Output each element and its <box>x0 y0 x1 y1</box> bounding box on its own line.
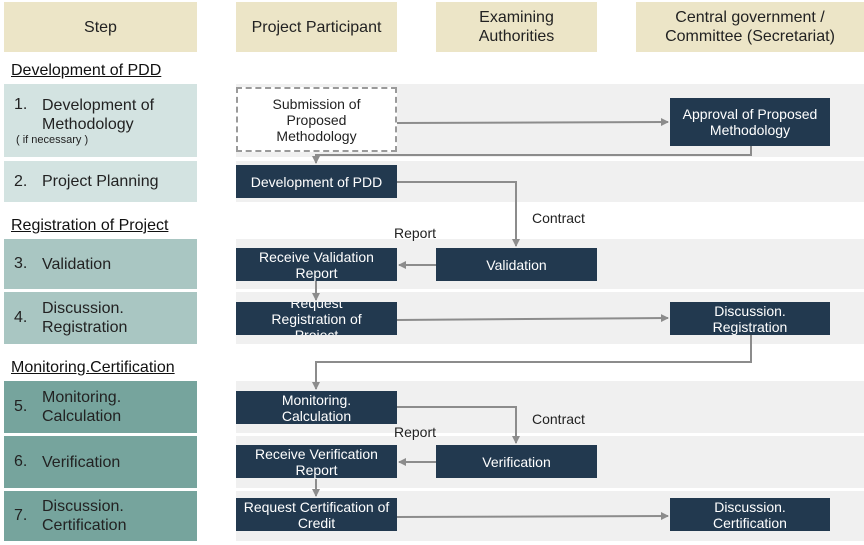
box-discussion-registration: Discussion. Registration <box>670 302 830 335</box>
box-request-certification-of-credit: Request Certification of Credit <box>236 498 397 531</box>
step-label: Development of Methodology <box>42 97 155 133</box>
step-1: 1. Development of Methodology( if necess… <box>4 84 197 157</box>
step-label: Monitoring. Calculation <box>42 389 122 425</box>
step-number: 2. <box>14 172 28 190</box>
section-monitoring-certification: Monitoring.Certification <box>11 359 175 376</box>
arrow-pdd-to-validation <box>397 181 520 247</box>
step-number: 6. <box>14 453 28 470</box>
arrow-request-to-discussion-registration <box>396 314 669 323</box>
step-7: 7. Discussion. Certification <box>4 491 197 541</box>
step-number: 4. <box>14 309 28 326</box>
box-discussion-certification: Discussion. Certification <box>670 498 830 531</box>
step-3: 3. Validation <box>4 239 197 289</box>
header-central-government: Central government / Committee (Secretar… <box>636 2 864 52</box>
arrow-approval-to-pdd <box>312 146 752 164</box>
box-verification: Verification <box>436 445 597 478</box>
header-step: Step <box>4 2 197 52</box>
label-report-verification: Report <box>394 424 437 440</box>
arrow-registration-to-monitoring <box>312 334 752 390</box>
box-validation: Validation <box>436 248 597 281</box>
step-label: Validation <box>42 255 112 273</box>
step-number: 1. <box>14 96 28 113</box>
step-label: Verification <box>42 453 121 471</box>
label-contract-validation: Contract <box>532 210 585 226</box>
box-approval-of-proposed-methodology: Approval of Proposed Methodology <box>670 98 830 146</box>
arrow-submission-to-approval <box>396 118 669 127</box>
box-submission-of-proposed-methodology: Submission of Proposed Methodology <box>236 87 397 152</box>
step-number: 7. <box>14 507 28 524</box>
step-number: 5. <box>14 398 28 415</box>
step-2: 2. Project Planning <box>4 161 197 202</box>
section-development-of-pdd: Development of PDD <box>11 62 162 79</box>
label-contract-verification: Contract <box>532 411 585 427</box>
header-project-participant: Project Participant <box>236 2 397 52</box>
header-examining-authorities: Examining Authorities <box>436 2 597 52</box>
box-monitoring-calculation: Monitoring. Calculation <box>236 391 397 424</box>
step-number: 3. <box>14 255 28 272</box>
box-receive-verification-report: Receive Verification Report <box>236 445 397 478</box>
arrow-monitoring-to-verification <box>397 406 520 444</box>
label-report-validation: Report <box>394 225 437 241</box>
step-label: Project Planning <box>42 173 159 190</box>
section-registration-of-project: Registration of Project <box>11 217 169 234</box>
step-4: 4. Discussion. Registration <box>4 292 197 344</box>
arrow-request-to-discussion-certification <box>396 512 669 521</box>
step-6: 6. Verification <box>4 436 197 488</box>
step-label: Discussion. Registration <box>42 300 128 336</box>
box-receive-validation-report: Receive Validation Report <box>236 248 397 281</box>
step-5: 5. Monitoring. Calculation <box>4 381 197 433</box>
box-request-registration-of-project: Request Registration of Project <box>236 302 397 335</box>
box-development-of-pdd: Development of PDD <box>236 165 397 198</box>
step-label: Discussion. Certification <box>42 498 127 534</box>
step-note: ( if necessary ) <box>16 134 89 146</box>
